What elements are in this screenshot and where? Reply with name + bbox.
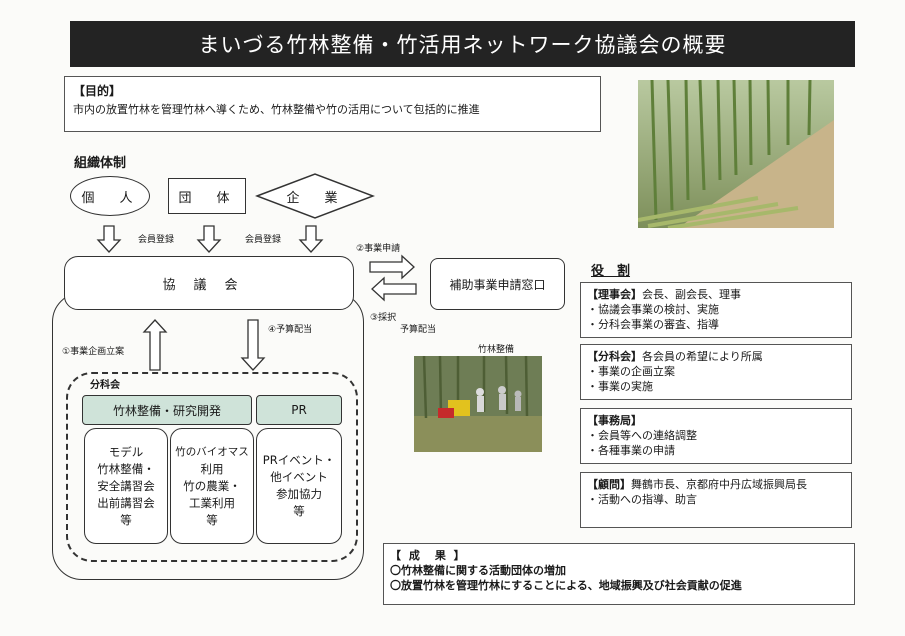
role-board-line: ・協議会事業の検討、実施 [587, 303, 719, 316]
register-label-1: 会員登録 [138, 235, 175, 245]
activity-card-pr: PRイベント・ 他イベント 参加協力 等 [256, 428, 342, 544]
role-secretariat-title: 【事務局】 [587, 414, 642, 427]
role-advisor-title-rest: 舞鶴市長、京都府中丹広域振興局長 [631, 478, 807, 491]
role-subcommittee-title-rest: 各会員の希望により所属 [642, 350, 763, 363]
roles-heading: 役 割 [591, 264, 631, 279]
role-advisor-line: ・活動への指導、助言 [587, 493, 697, 506]
card-line: 出前講習会 [97, 495, 155, 510]
page-title: まいづる竹林整備・竹活用ネットワーク協議会の概要 [70, 21, 855, 67]
step1-label: ①事業企画立案 [62, 347, 125, 357]
role-advisor-title: 【顧問】 [587, 478, 631, 491]
organization-heading: 組織体制 [74, 156, 127, 171]
bamboo-forest-photo [638, 80, 834, 228]
card-line: 竹の農業・ [183, 478, 241, 493]
card-line: 利用 [200, 461, 224, 476]
member-individual: 個 人 [70, 176, 150, 216]
role-board-line: ・分科会事業の審査、指導 [587, 318, 719, 331]
subcommittee-label: 分科会 [90, 380, 120, 391]
card-line: PRイベント・ [262, 453, 336, 467]
council-box: 協議会 [64, 256, 354, 310]
role-advisor: 【顧問】舞鶴市長、京都府中丹広域振興局長 ・活動への指導、助言 [580, 472, 852, 528]
subcommittee-frame [66, 372, 358, 562]
subcommittee-pr: PR [256, 395, 342, 425]
member-group: 団 体 [168, 178, 246, 214]
results-heading: 【 成 果 】 [390, 549, 467, 562]
card-line: モデル [108, 444, 144, 459]
arrows-subsidy [369, 254, 417, 302]
purpose-text: 市内の放置竹林を管理竹林へ導くため、竹林整備や竹の活用について包括的に推進 [73, 103, 480, 116]
purpose-heading: 【目的】 [73, 84, 122, 98]
results-line: 〇放置竹林を管理竹林にすることによる、地域振興及び社会貢献の促進 [390, 579, 742, 592]
card-line: 竹林整備・ [97, 461, 155, 476]
step2-label: ②事業申請 [356, 244, 401, 254]
role-secretariat: 【事務局】 ・会員等への連絡調整 ・各種事業の申請 [580, 408, 852, 464]
card-line: 安全講習会 [97, 478, 155, 493]
card-line: 他イベント [270, 470, 328, 484]
role-board-title-rest: 会長、副会長、理事 [642, 288, 741, 301]
member-company: 企 業 [255, 172, 375, 220]
step3a-label: ③採択 [370, 313, 397, 323]
arrows-internal [142, 319, 266, 371]
role-subcommittee-line: ・事業の企画立案 [587, 365, 675, 378]
register-label-2: 会員登録 [245, 235, 282, 245]
bamboo-maintenance-photo [414, 356, 542, 452]
card-line: 等 [206, 512, 218, 527]
role-subcommittee-line: ・事業の実施 [587, 380, 653, 393]
member-company-label: 企 業 [286, 190, 344, 206]
arrows-to-council [96, 225, 324, 253]
card-line: 竹のバイオマス [175, 445, 249, 458]
role-board: 【理事会】会長、副会長、理事 ・協議会事業の検討、実施 ・分科会事業の審査、指導 [580, 282, 852, 338]
role-secretariat-line: ・会員等への連絡調整 [587, 429, 697, 442]
activity-card-model: モデル 竹林整備・ 安全講習会 出前講習会 等 [84, 428, 168, 544]
card-line: 等 [120, 512, 132, 527]
purpose-box: 【目的】 市内の放置竹林を管理竹林へ導くため、竹林整備や竹の活用について包括的に… [64, 76, 601, 132]
card-line: 参加協力 [276, 487, 322, 501]
role-subcommittee-title: 【分科会】 [587, 350, 642, 363]
role-subcommittee: 【分科会】各会員の希望により所属 ・事業の企画立案 ・事業の実施 [580, 344, 852, 400]
card-line: 工業利用 [189, 495, 235, 510]
step3b-label: 予算配当 [400, 325, 437, 335]
role-secretariat-line: ・各種事業の申請 [587, 444, 675, 457]
step4-label: ④予算配当 [268, 325, 313, 335]
subcommittee-research: 竹林整備・研究開発 [82, 395, 252, 425]
activity-card-biomass: 竹のバイオマス 利用 竹の農業・ 工業利用 等 [170, 428, 254, 544]
photo-caption: 竹林整備 [478, 345, 515, 355]
results-line: 〇竹林整備に関する活動団体の増加 [390, 564, 566, 577]
results-box: 【 成 果 】 〇竹林整備に関する活動団体の増加 〇放置竹林を管理竹林にすること… [383, 543, 855, 605]
role-board-title: 【理事会】 [587, 288, 642, 301]
card-line: 等 [293, 504, 305, 518]
subsidy-window-box: 補助事業申請窓口 [430, 258, 565, 310]
